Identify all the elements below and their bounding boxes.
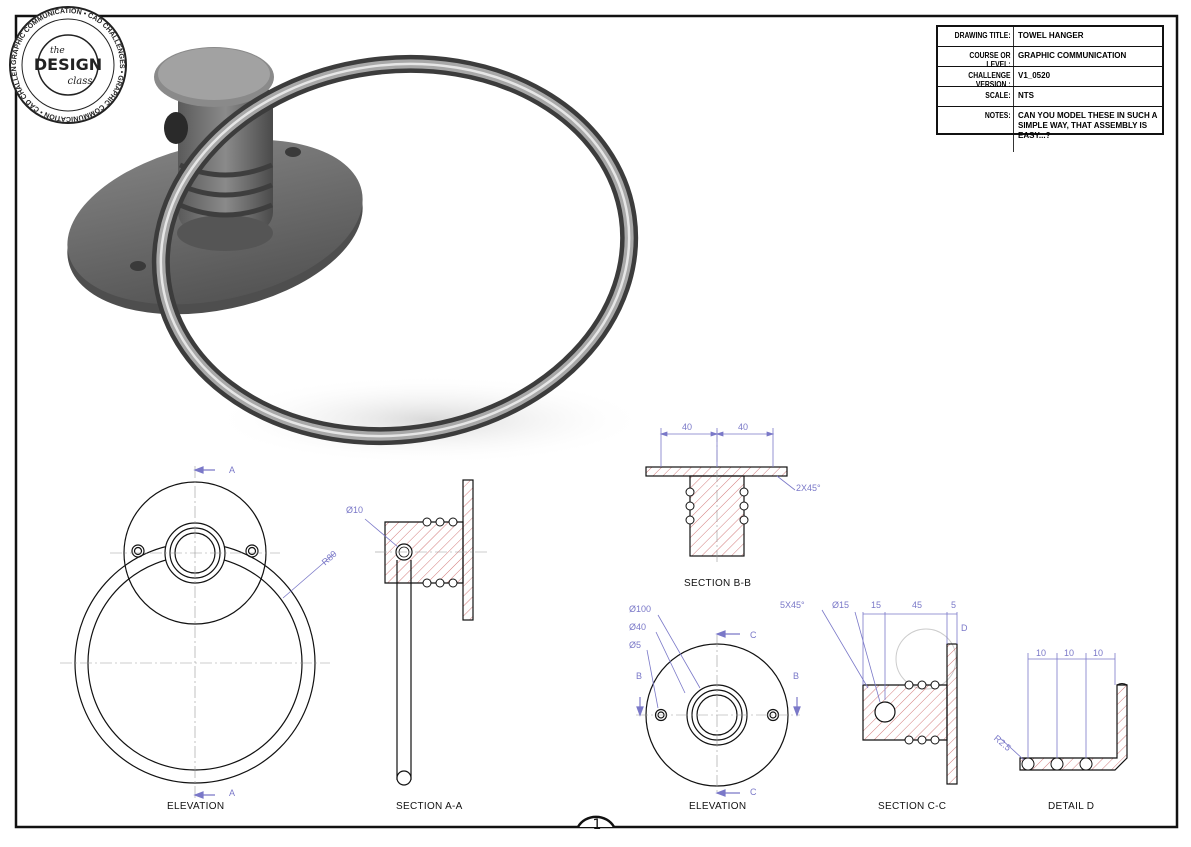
- section-cc-view: [821, 609, 958, 785]
- hanger-render: [67, 47, 650, 465]
- title-key: SCALE:: [949, 87, 1014, 106]
- dim-dia5: Ø5: [629, 640, 642, 650]
- dim-bb-40-right: 40: [738, 422, 749, 432]
- label-section-bb: SECTION B-B: [684, 578, 752, 589]
- title-row-course: COURSE OR LEVEL: GRAPHIC COMMUNICATION: [938, 47, 1162, 69]
- dim-cc-15: 15: [871, 600, 882, 610]
- sheet-number-tab: [576, 815, 616, 828]
- title-key: DRAWING TITLE:: [949, 27, 1014, 46]
- section-aa-view: [364, 479, 490, 786]
- elevation-right-view: [636, 635, 800, 795]
- dim-chamfer-5x45: 5X45°: [780, 600, 805, 610]
- dim-dia100: Ø100: [629, 604, 652, 614]
- detail-d-view: [999, 653, 1128, 771]
- label-elevation-right: ELEVATION: [689, 801, 747, 812]
- title-row-version: CHALLENGE VERSION : V1_0520: [938, 67, 1162, 89]
- dim-dia10: Ø10: [346, 505, 364, 515]
- sheet-number: 1: [592, 817, 602, 833]
- section-bb-view: [645, 428, 796, 565]
- title-key: CHALLENGE VERSION :: [949, 67, 1014, 89]
- elevation-left-view: [60, 466, 330, 800]
- dim-cc-dia15: Ø15: [832, 600, 850, 610]
- title-key: COURSE OR LEVEL:: [949, 47, 1014, 69]
- plane-a-top: A: [229, 465, 236, 475]
- logo-the: the: [50, 46, 65, 56]
- dim-bb-40-left: 40: [682, 422, 693, 432]
- plane-c-top: C: [750, 630, 757, 640]
- plane-c-bottom: C: [750, 787, 757, 797]
- title-value: CAN YOU MODEL THESE IN SUCH A SIMPLE WAY…: [1018, 111, 1158, 140]
- logo-class: class: [67, 76, 92, 87]
- r80-leader: [282, 552, 336, 599]
- title-value: TOWEL HANGER: [1018, 31, 1084, 40]
- dim-cc-5: 5: [951, 600, 957, 610]
- dim-chamfer-2x45: 2X45°: [796, 483, 821, 493]
- plane-b-left: B: [636, 671, 643, 681]
- title-value: V1_0520: [1018, 71, 1051, 80]
- dim-detail-10a: 10: [1036, 648, 1047, 658]
- dim-dia40: Ø40: [629, 622, 647, 632]
- title-row-scale: SCALE: NTS: [938, 87, 1162, 107]
- detail-d-marker: D: [961, 623, 968, 633]
- dim-detail-10b: 10: [1064, 648, 1075, 658]
- label-section-cc: SECTION C-C: [878, 801, 947, 812]
- design-class-logo: GRAPHIC COMMUNICATION • CAD CHALLENGES •…: [0, 0, 127, 124]
- logo-design: DESIGN: [34, 55, 102, 74]
- label-elevation-left: ELEVATION: [167, 801, 225, 812]
- label-detail-d: DETAIL D: [1048, 801, 1095, 812]
- title-block: DRAWING TITLE: TOWEL HANGER COURSE OR LE…: [936, 25, 1164, 152]
- label-section-aa: SECTION A-A: [396, 801, 463, 812]
- plane-a-bottom: A: [229, 788, 236, 798]
- title-key: NOTES:: [949, 107, 1014, 152]
- title-row-drawing-title: DRAWING TITLE: TOWEL HANGER: [938, 27, 1162, 47]
- title-value: GRAPHIC COMMUNICATION: [1018, 51, 1127, 60]
- title-row-notes: NOTES: CAN YOU MODEL THESE IN SUCH A SIM…: [938, 107, 1162, 152]
- title-value: NTS: [1018, 91, 1034, 100]
- dim-cc-45: 45: [912, 600, 923, 610]
- dim-detail-10c: 10: [1093, 648, 1104, 658]
- cutting-planes-bc: [636, 614, 801, 797]
- cutting-plane-a: [193, 466, 215, 799]
- plane-b-right: B: [793, 671, 800, 681]
